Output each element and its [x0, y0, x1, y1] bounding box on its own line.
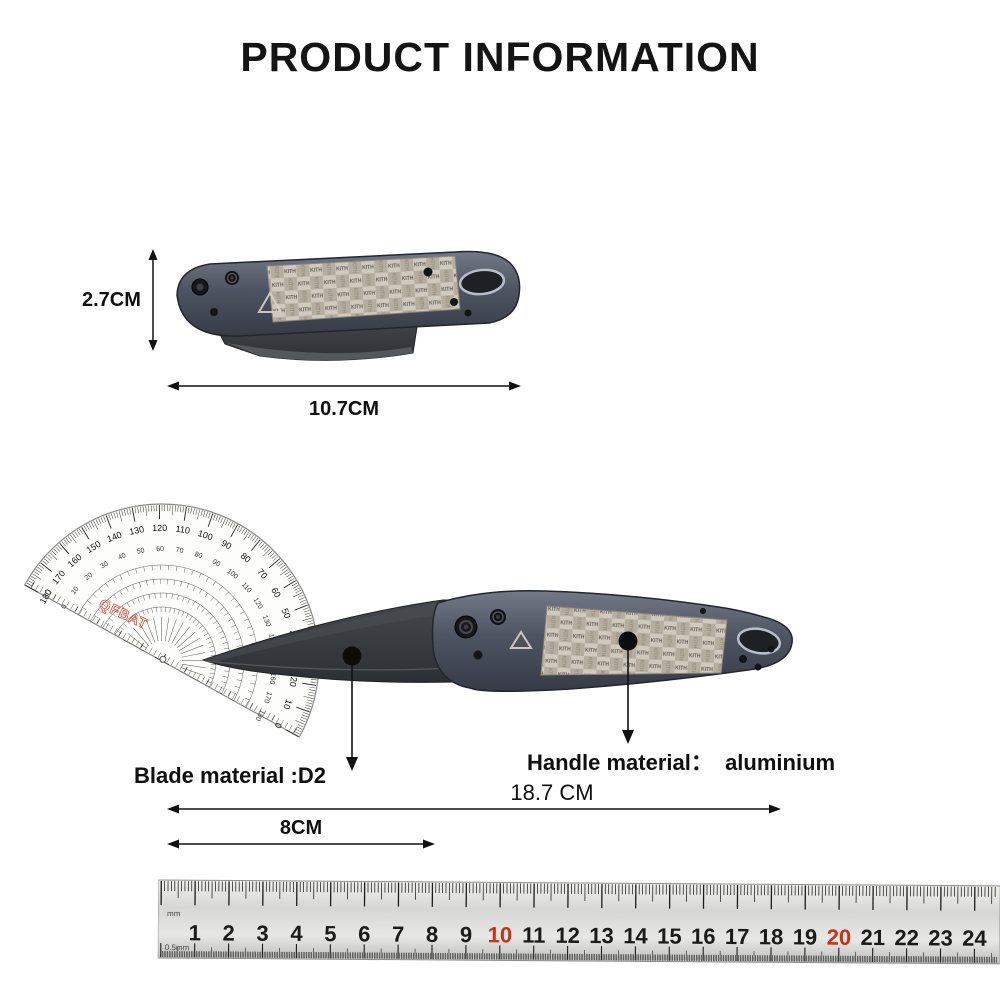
protractor-degree-label-inner: 10	[70, 586, 80, 597]
handle-screw	[210, 308, 218, 316]
blade-grind-line	[204, 660, 452, 671]
folded-length-arrow	[167, 381, 521, 391]
handle-screw	[767, 645, 775, 653]
thumb-stud	[490, 609, 506, 625]
handle-screw	[700, 608, 706, 614]
ruler-cm-number: 6	[358, 921, 370, 946]
ruler-cm-number: 16	[691, 924, 716, 949]
protractor-degree-label: 60	[269, 586, 283, 600]
handle-screw	[473, 650, 483, 660]
protractor-degree-label-inner: 20	[84, 572, 95, 582]
handle-screw	[450, 298, 458, 306]
pivot-screw	[191, 278, 209, 296]
handle-screw	[739, 655, 747, 663]
ruler-cm-number: 18	[759, 924, 784, 949]
ruler-cm-number: 15	[657, 923, 682, 948]
triangle-logo	[257, 291, 283, 313]
overall-length-label: 18.7 CM	[510, 780, 594, 805]
ruler-cm-number: 3	[256, 921, 268, 946]
ruler-unit-top: mm	[167, 909, 181, 918]
protractor-degree-label-inner: 90	[211, 559, 221, 569]
protractor-degree-label: 140	[106, 529, 124, 544]
page-title: PRODUCT INFORMATION	[240, 34, 760, 80]
protractor-degree-label: 20	[288, 676, 299, 687]
ruler-unit-bottom: 0.5mm	[165, 943, 190, 952]
protractor-degree-label: 90	[220, 538, 234, 552]
ruler-cm-number: 22	[894, 925, 919, 950]
ruler-cm-number: 14	[623, 923, 648, 948]
folded-knife-image: KITH KITH KITH KITH	[176, 250, 521, 361]
protractor-degree-label-inner: 50	[136, 547, 145, 555]
protractor-degree-label: 110	[175, 524, 191, 536]
protractor-degree-label: 80	[239, 551, 253, 565]
blade-length-label: 8CM	[279, 817, 323, 839]
blade-length-arrow	[167, 839, 435, 849]
protractor-degree-label-inner: 40	[117, 552, 127, 561]
protractor-degree-label-inner: 130	[261, 614, 272, 628]
handle-screw	[464, 309, 472, 317]
protractor-degree-label-inner: 160	[268, 672, 277, 685]
protractor-degree-label: 50	[280, 607, 293, 620]
folded-height-label: 2.7CM	[82, 289, 141, 311]
ruler-cm-number: 5	[324, 921, 336, 946]
ruler-cm-number: 11	[522, 923, 545, 948]
ruler-cm-number: 17	[725, 924, 750, 949]
height-measure-arrow	[148, 249, 158, 351]
pivot-screw	[454, 615, 478, 639]
ruler-cm-number: 21	[860, 925, 885, 950]
protractor-degree-label: 120	[152, 523, 167, 533]
protractor-degree-label-inner: 170	[262, 691, 272, 704]
handle-material-label: Handle material： aluminium	[527, 750, 836, 775]
ruler-cm-number: 2	[222, 920, 234, 945]
handle-screw	[423, 267, 433, 277]
ruler-cm-number: 19	[793, 924, 818, 949]
protractor-degree-label-inner: 180	[254, 708, 266, 722]
blade-spine-bevel	[203, 602, 443, 662]
protractor-degree-label: 130	[128, 524, 145, 537]
ruler-cm-number: 13	[589, 923, 614, 948]
overall-length-arrow	[167, 804, 781, 814]
handle-material-pointer	[618, 631, 638, 744]
triangle-logo	[509, 630, 533, 649]
ruler-cm-number: 23	[928, 925, 953, 950]
protractor-degree-label-inner: 60	[156, 546, 164, 553]
folded-length-label: 10.7CM	[308, 398, 380, 420]
ruler-cm-number: 10	[488, 922, 513, 947]
protractor-degree-label-inner: 70	[175, 547, 184, 555]
ruler-cm-number: 4	[290, 921, 303, 946]
protractor-degree-label: 10	[281, 698, 294, 711]
protractor-degree-label-inner: 0	[60, 603, 68, 610]
ruler-cm-number: 7	[392, 922, 404, 947]
blade-material-pointer	[342, 646, 362, 771]
ruler-cm-number: 8	[426, 922, 438, 947]
protractor-center-hole	[159, 655, 167, 663]
protractor-degree-label-inner: 80	[193, 551, 203, 560]
ruler-cm-number: 9	[460, 922, 472, 947]
protractor-degree-label: 70	[255, 567, 269, 581]
ruler-cm-number: 20	[827, 925, 852, 950]
pocket-clip-hole	[458, 268, 506, 296]
handle-inlay-panel	[266, 255, 461, 323]
ruler-cm-number: 12	[555, 923, 580, 948]
thumb-stud	[225, 271, 239, 285]
protractor-degree-label: 100	[197, 528, 214, 542]
handle-screw	[754, 663, 762, 671]
ruler-cm-number: 1	[189, 920, 201, 945]
ruler-cm-number: 24	[962, 926, 987, 951]
open-knife-image: KITH KITH KITH KITH	[201, 590, 793, 693]
protractor-degree-label-inner: 30	[99, 560, 109, 570]
folded-blade-grind-line	[227, 343, 413, 361]
blade-material-label: Blade material :D2	[134, 763, 326, 788]
protractor-degree-label: 0	[273, 721, 284, 730]
